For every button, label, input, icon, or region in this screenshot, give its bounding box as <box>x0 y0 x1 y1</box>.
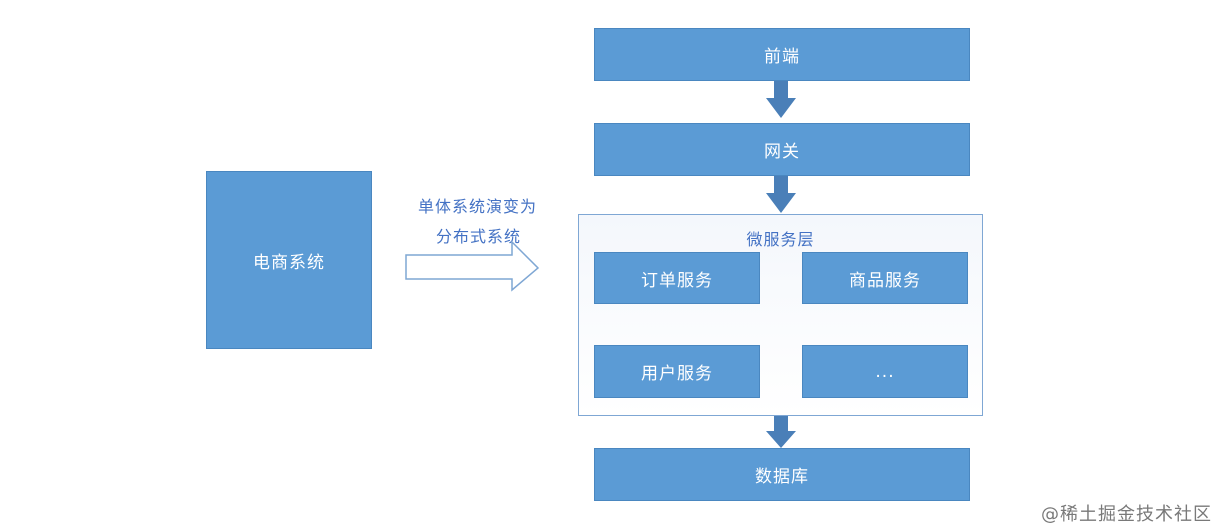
evolution-caption-line1: 单体系统演变为 <box>418 197 538 216</box>
product-service-label: 商品服务 <box>849 270 921 291</box>
frontend-label: 前端 <box>764 47 800 67</box>
evolution-caption-line2: 分布式系统 <box>436 227 522 246</box>
arrow-frontend-to-gateway <box>766 81 796 118</box>
arrow-gateway-to-microservices <box>766 176 796 213</box>
frontend-box: 前端 <box>594 28 970 81</box>
order-service-label: 订单服务 <box>641 270 713 291</box>
gateway-box: 网关 <box>594 123 970 176</box>
gateway-label: 网关 <box>764 142 800 162</box>
database-label: 数据库 <box>755 467 809 487</box>
database-box: 数据库 <box>594 448 970 501</box>
more-services-box: ... <box>802 345 968 398</box>
evolution-arrow <box>405 240 540 292</box>
arrow-microservices-to-database <box>766 416 796 448</box>
product-service-box: 商品服务 <box>802 252 968 304</box>
monolith-system-box: 电商系统 <box>206 171 372 349</box>
user-service-label: 用户服务 <box>641 364 713 384</box>
monolith-system-label: 电商系统 <box>253 252 325 273</box>
watermark-text: @稀土掘金技术社区 <box>1041 504 1212 525</box>
more-services-label: ... <box>875 361 895 382</box>
user-service-box: 用户服务 <box>594 345 760 398</box>
order-service-box: 订单服务 <box>594 252 760 304</box>
microservice-layer-title: 微服务层 <box>746 230 815 249</box>
